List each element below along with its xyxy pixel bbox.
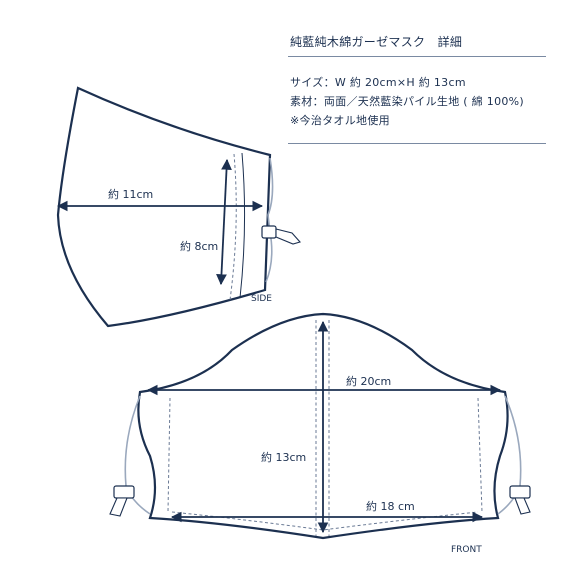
- front-width-label: 約 20cm: [346, 374, 391, 388]
- side-label: SIDE: [251, 294, 272, 304]
- front-left-stopper-icon: [109, 485, 135, 517]
- spec-material: 素材：両面／天然藍染パイル生地 ( 綿 100%): [290, 95, 525, 108]
- front-mask-outline: [137, 312, 509, 540]
- top-divider: [288, 56, 546, 57]
- spec-title: 純藍純木綿ガーゼマスク 詳細: [290, 35, 463, 49]
- spec-size: サイズ：W 約 20cm×H 約 13cm: [290, 76, 466, 89]
- side-cord-stopper-icon: [261, 225, 301, 245]
- bottom-divider: [288, 143, 546, 144]
- front-right-stopper-icon: [509, 485, 531, 515]
- front-label: FRONT: [451, 545, 482, 555]
- side-height-label: 約 8cm: [180, 239, 218, 253]
- spec-note: ※今治タオル地使用: [290, 114, 390, 127]
- side-width-label: 約 11cm: [108, 187, 153, 201]
- side-cord: [265, 157, 274, 283]
- side-stitch-line: [229, 153, 237, 301]
- front-bottom-label: 約 18 cm: [366, 499, 415, 513]
- side-mask-outline: [56, 86, 272, 328]
- front-view: 約 20cm 約 13cm 約 18 cm FRONT: [109, 312, 531, 555]
- side-height-arrow: [216, 158, 232, 286]
- front-height-label: 約 13cm: [261, 450, 306, 464]
- front-stitch-outline: [167, 397, 483, 531]
- side-fold-line: [239, 152, 246, 299]
- side-view: 約 11cm 約 8cm SIDE: [56, 86, 301, 328]
